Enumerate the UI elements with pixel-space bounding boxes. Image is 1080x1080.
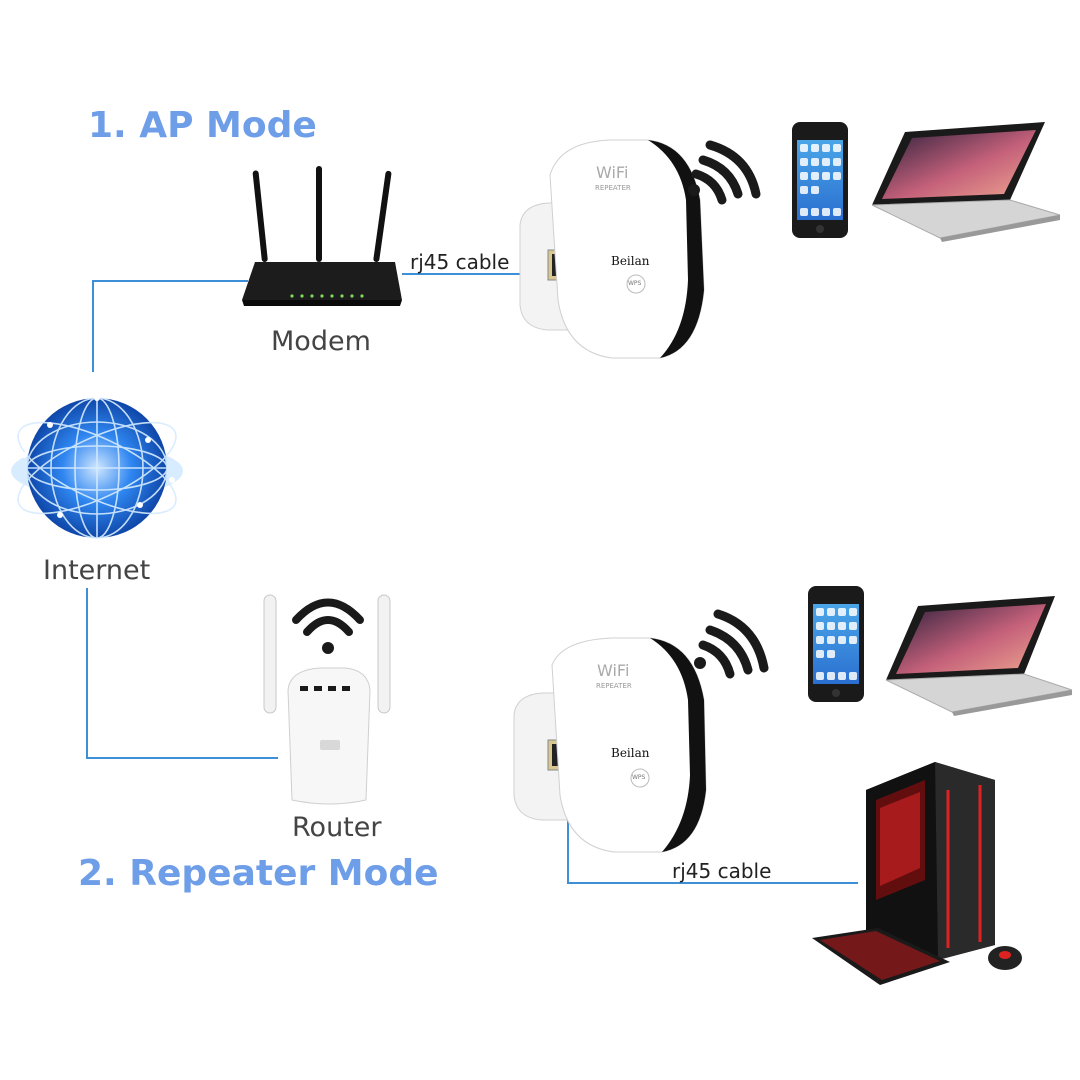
internet-label: Internet [43,555,151,586]
repeater-wps-button: WPS [628,280,642,287]
smartphone-icon [808,586,864,702]
repeater-wifi-logo: WiFi [596,163,629,182]
repeater-wps-button: WPS [632,774,646,781]
wifi-signal-icon [688,140,761,205]
desktop-pc-icon [812,762,1022,985]
laptop-icon [871,122,1061,242]
rj45-cable-label-top: rj45 cable [410,250,510,274]
internet-modem-wire [92,280,248,372]
repeater-brand: Beilan [611,746,650,760]
repeater-brand: Beilan [611,254,650,268]
repeater-label: REPEATER [596,682,632,690]
smartphone-icon [792,122,848,238]
wifi-signal-icon [292,598,364,654]
wifi-signal-icon [694,609,769,679]
repeater-device [513,637,707,853]
modem-label: Modem [271,326,371,357]
internet-router-wire [86,588,278,759]
router-label: Router [292,812,382,843]
rj45-cable-label-bottom: rj45 cable [672,859,772,883]
ap-mode-heading: 1. AP Mode [88,105,317,146]
laptop-icon [885,596,1073,716]
globe-icon [11,395,183,543]
repeater-mode-heading: 2. Repeater Mode [78,853,439,894]
repeater-device [519,139,705,359]
repeater-wifi-logo: WiFi [597,661,630,680]
repeater-label: REPEATER [595,184,631,192]
modem-device [242,166,402,306]
router-device [263,594,391,805]
